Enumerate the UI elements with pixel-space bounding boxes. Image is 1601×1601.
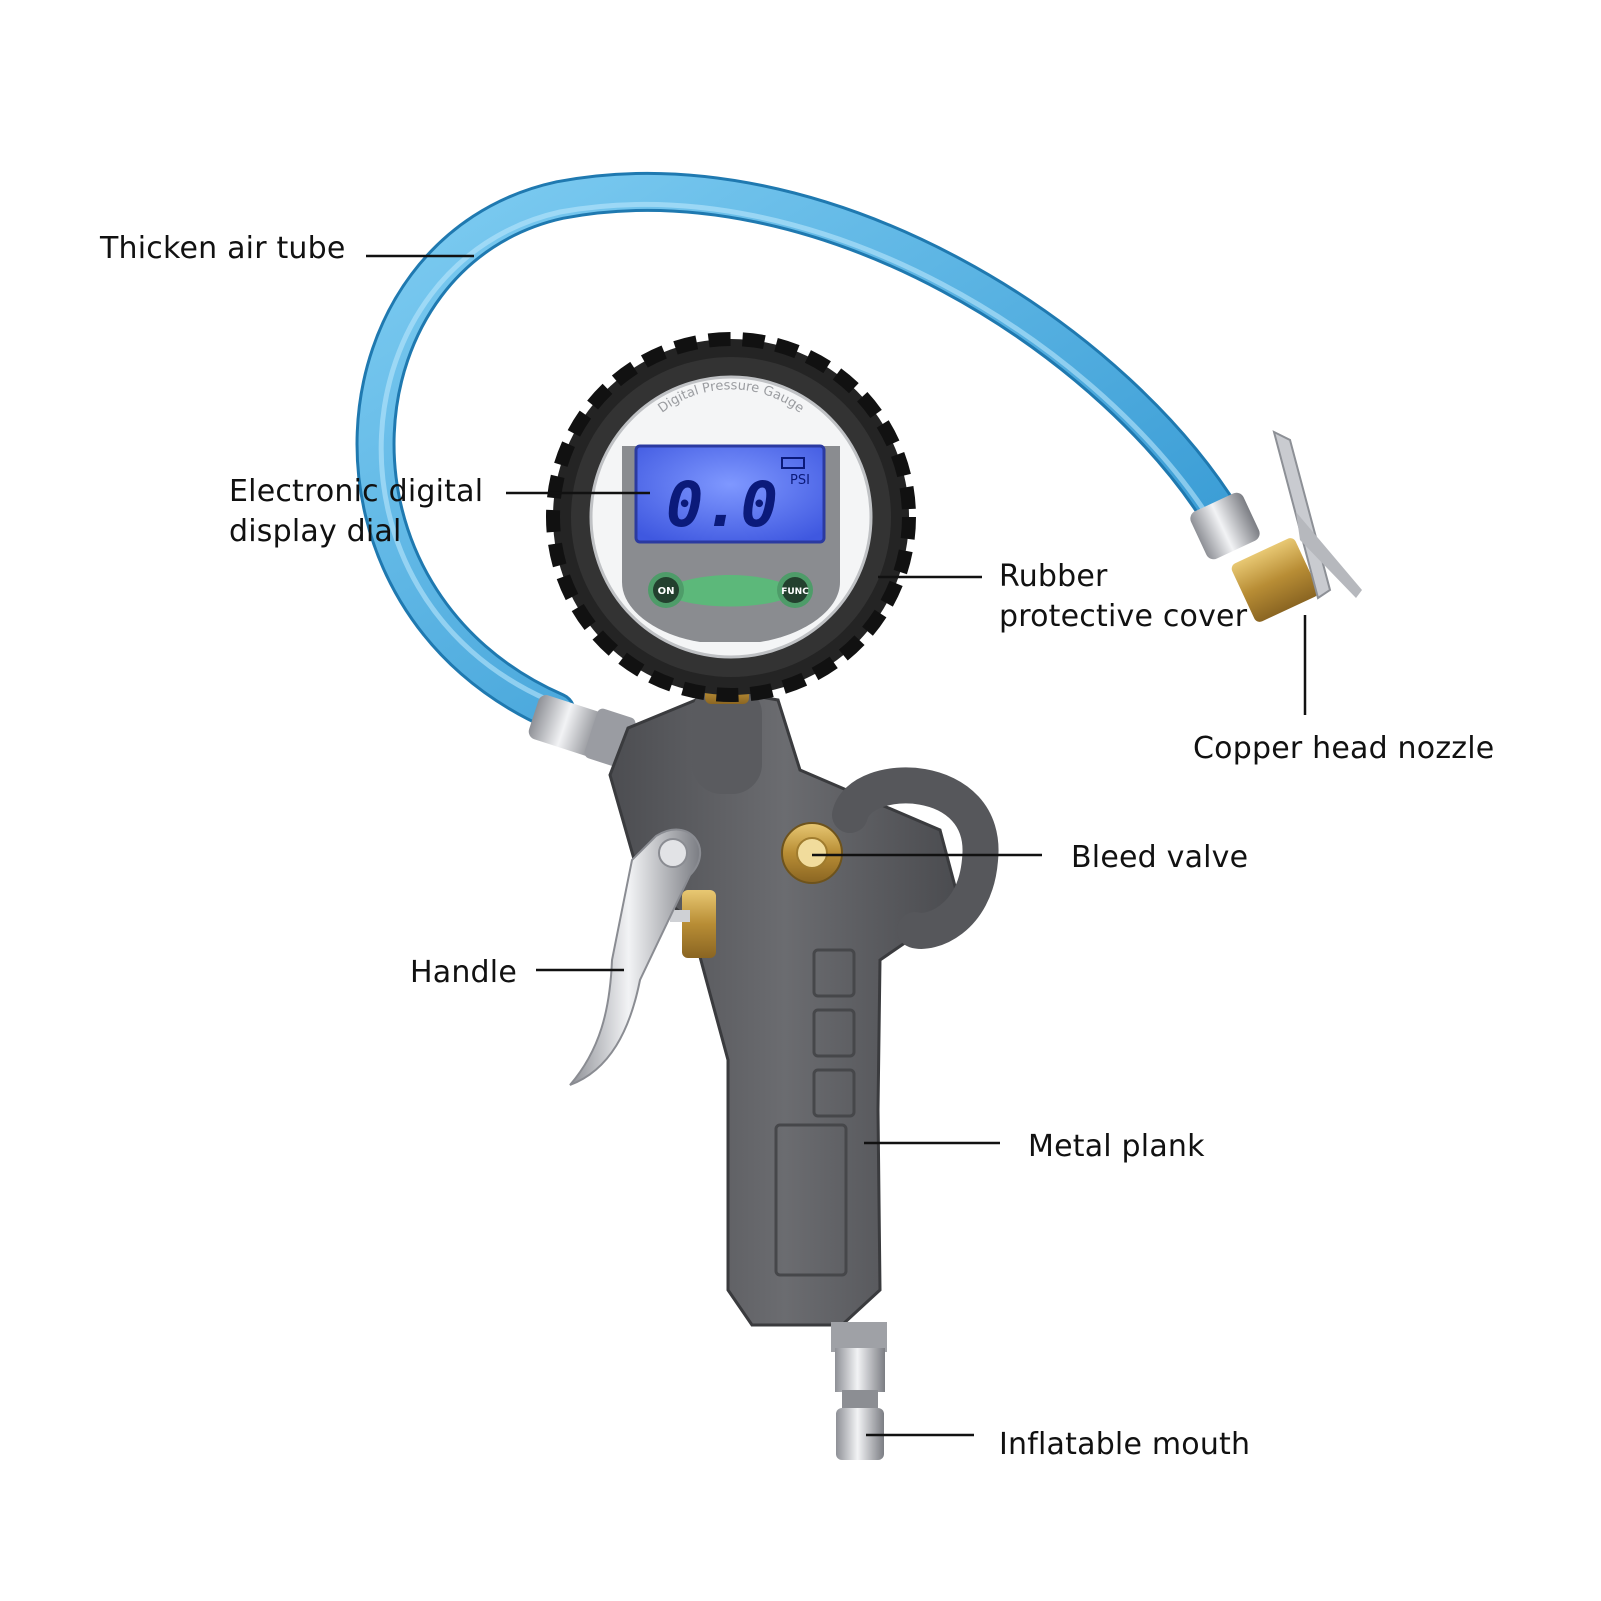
label-handle: Handle [410,955,517,990]
label-metal-plank: Metal plank [1028,1129,1205,1164]
gauge-reading: 0.0 [666,468,778,541]
label-inflatable-mouth: Inflatable mouth [999,1427,1251,1462]
bleed-valve [781,822,843,884]
handle-trigger [569,828,716,1086]
inflatable-mouth [831,1322,887,1460]
label-dial-line1: Electronic digital [229,474,484,509]
gauge-unit: PSI [790,473,810,488]
gun-body [608,678,999,1327]
label-electronic-digital-display-dial: Electronic digital display dial [229,472,483,552]
leader-lines [366,254,1307,1437]
label-dial-line2: display dial [229,514,402,549]
label-rubber-protective-cover: Rubber protective cover [999,557,1247,637]
label-rubber-line1: Rubber [999,559,1108,594]
label-thicken-air-tube: Thicken air tube [100,231,346,266]
label-bleed-valve: Bleed valve [1071,840,1249,875]
copper-head-nozzle [1190,430,1362,622]
label-rubber-line2: protective cover [999,599,1248,634]
battery-icon [781,457,805,469]
air-hose [355,171,1250,732]
on-button: ON [658,586,675,597]
label-copper-head-nozzle: Copper head nozzle [1193,731,1495,766]
func-button: FUNC [781,587,809,597]
digital-pressure-gauge [546,332,916,702]
